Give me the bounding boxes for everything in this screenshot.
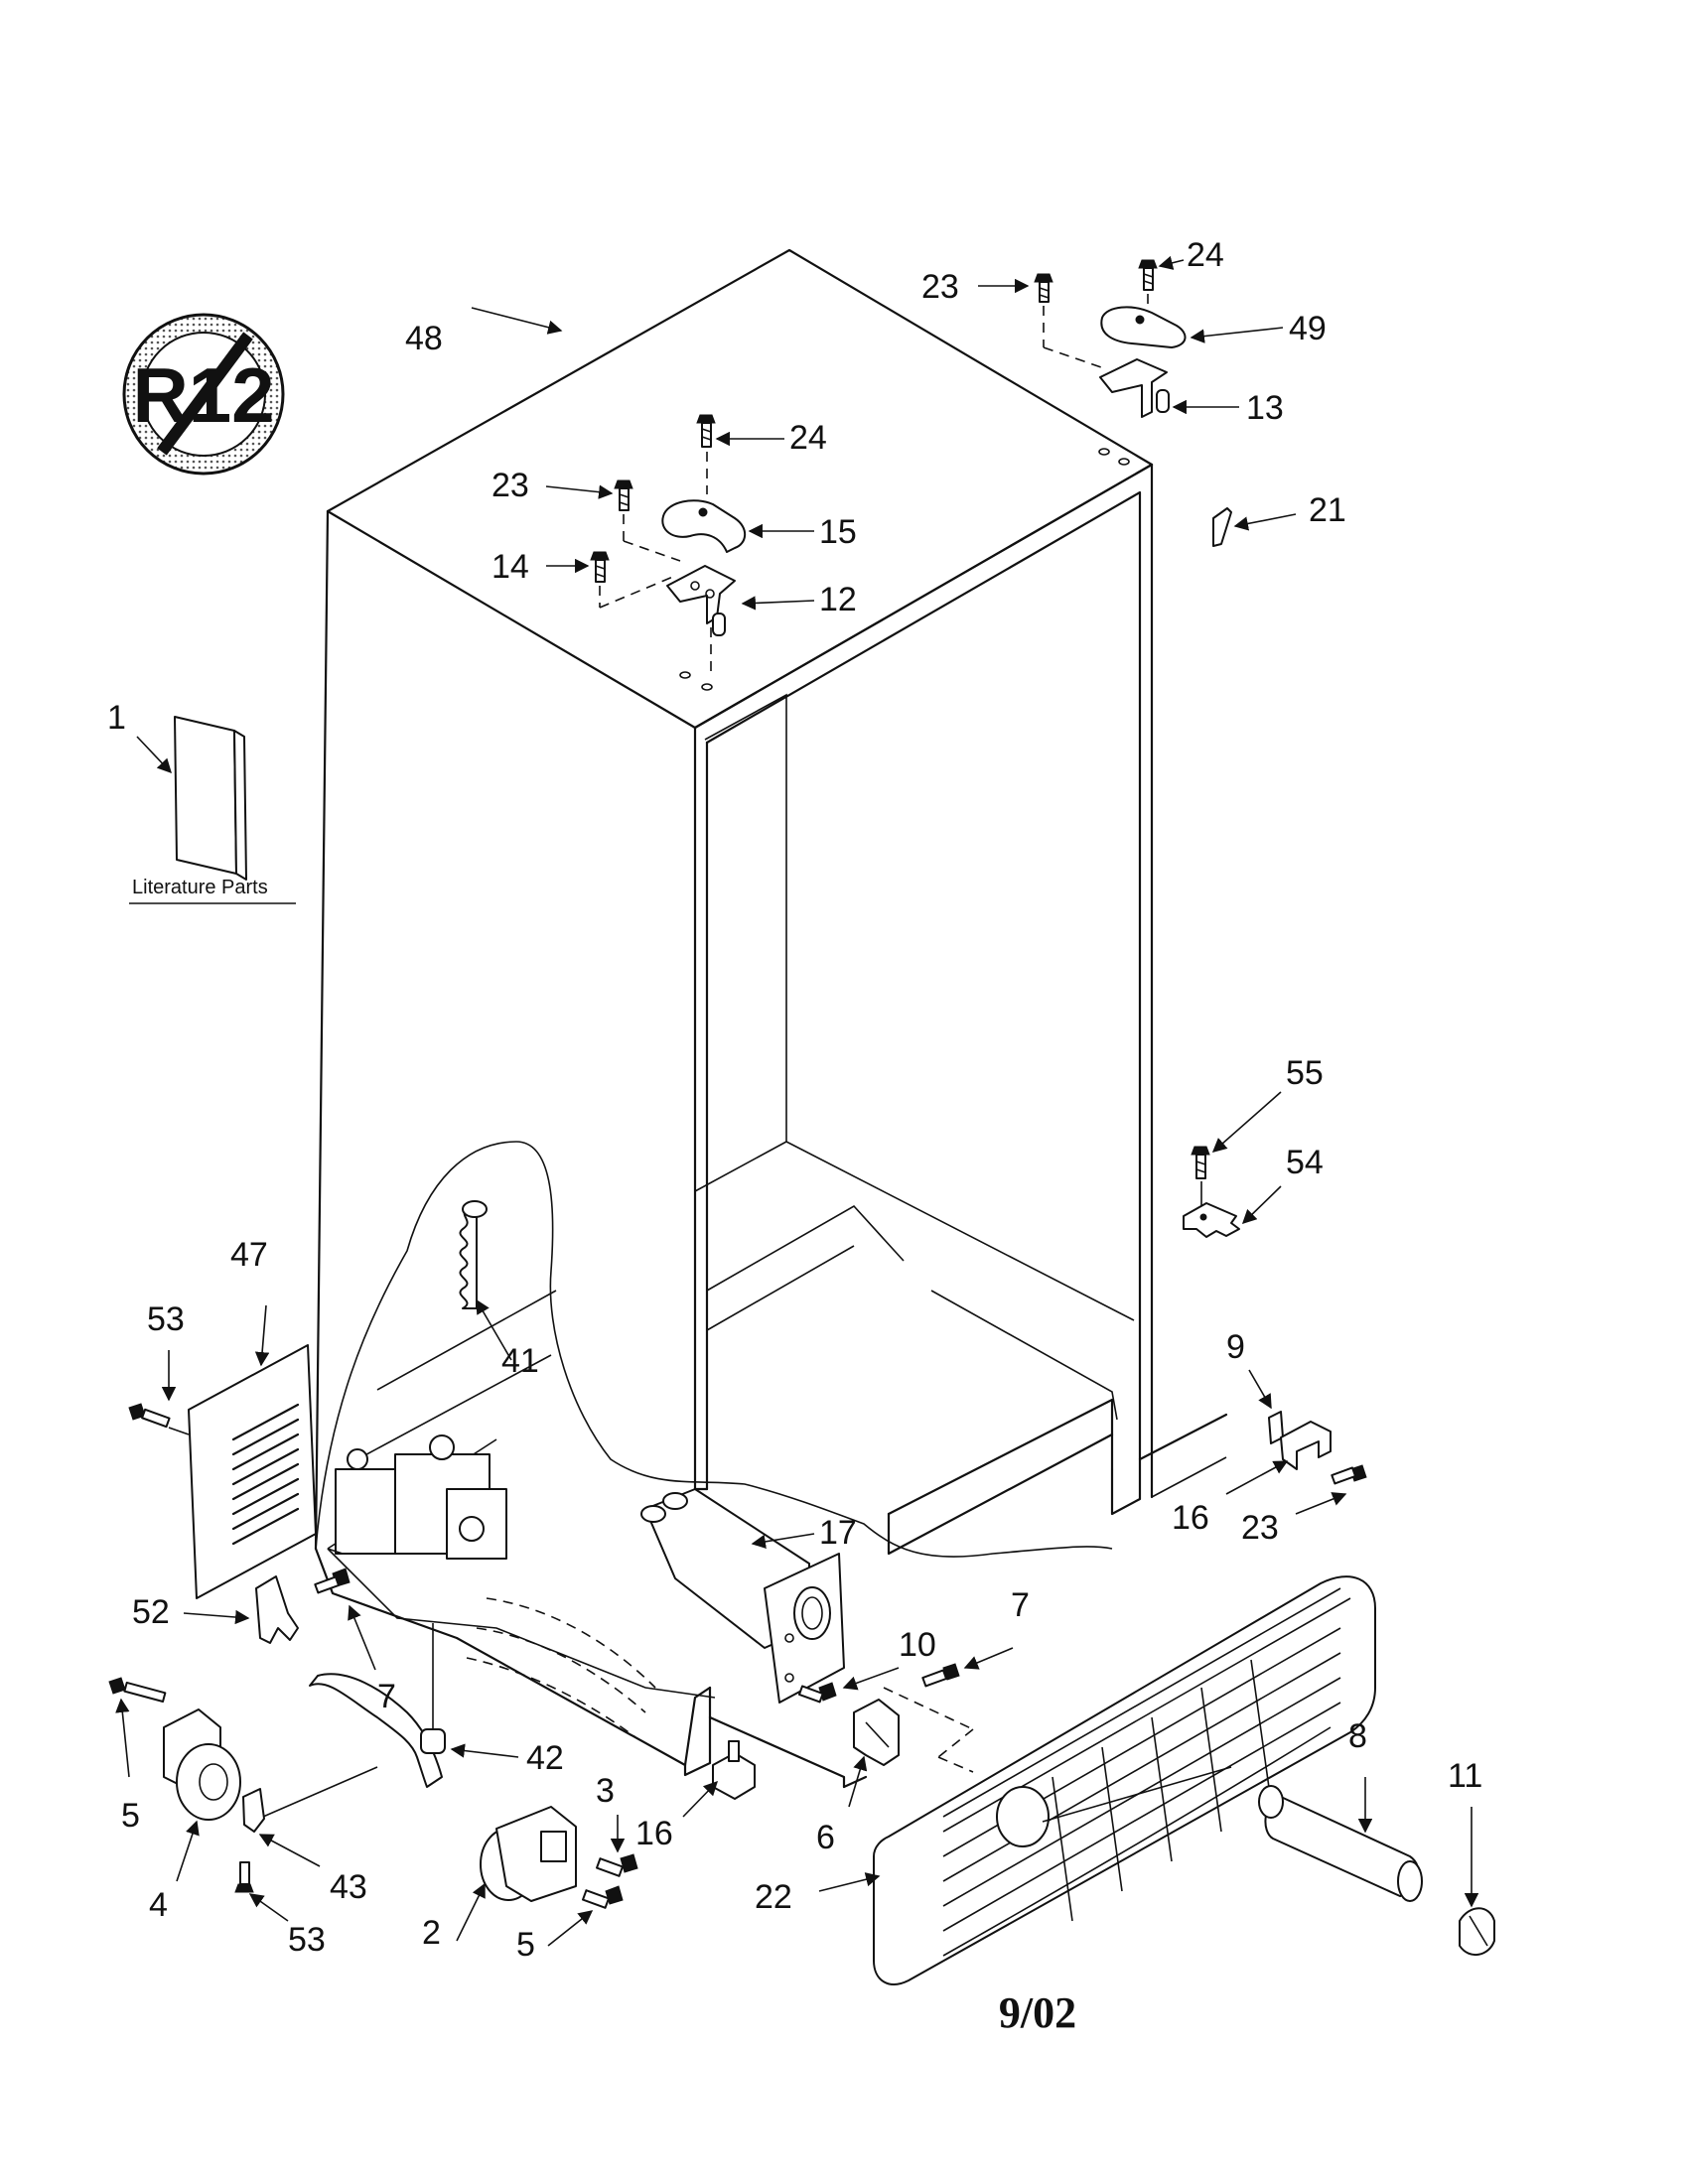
cabinet-base — [314, 1547, 868, 1789]
callout-43: 43 — [330, 1868, 367, 1906]
revision-date: 9/02 — [999, 1988, 1076, 2037]
screw-5-bottom — [582, 1885, 624, 1909]
callout-7-left: 7 — [377, 1678, 396, 1715]
bracket-16-bottom — [712, 1740, 756, 1800]
callout-5-bottom: 5 — [516, 1926, 535, 1964]
callout-11: 11 — [1448, 1757, 1482, 1795]
callout-24-top: 24 — [1187, 236, 1224, 274]
drain-duct-17 — [640, 1488, 845, 1704]
callout-6: 6 — [816, 1819, 835, 1856]
screw-5-left — [108, 1677, 167, 1704]
callout-3: 3 — [596, 1772, 615, 1810]
callout-13: 13 — [1246, 389, 1284, 427]
drain-tube-42 — [262, 1623, 446, 1818]
callout-9: 9 — [1226, 1328, 1245, 1366]
callout-54: 54 — [1286, 1144, 1324, 1181]
screw-24-upper-right — [1138, 259, 1158, 291]
upper-right-hinge-group — [1034, 259, 1232, 547]
louver-panel-47 — [188, 1344, 317, 1599]
screw-7-middle — [921, 1663, 960, 1688]
bracket-16-right — [1280, 1421, 1332, 1470]
screw-53-left — [128, 1403, 190, 1435]
callout-52: 52 — [132, 1593, 170, 1631]
bracket-54 — [1183, 1202, 1240, 1238]
callout-labels: 48 23 24 49 13 21 24 23 15 14 12 55 54 4… — [121, 236, 1482, 1964]
clip-43 — [242, 1788, 265, 1833]
callout-15: 15 — [819, 513, 857, 551]
leader-arrows — [115, 255, 1479, 1947]
callout-55: 55 — [1286, 1054, 1324, 1092]
callout-8: 8 — [1348, 1717, 1367, 1755]
screw-53-bottom — [234, 1861, 254, 1893]
screw-23-center — [614, 479, 633, 511]
no-r12-refrigerant-icon: R12 — [122, 313, 285, 476]
callout-14: 14 — [491, 548, 529, 586]
callout-1: 1 — [107, 699, 126, 737]
cutaway-machine-compartment — [315, 1141, 1113, 1738]
callout-4: 4 — [149, 1886, 168, 1924]
base-grille-22 — [873, 1575, 1376, 1985]
callout-42: 42 — [526, 1739, 564, 1777]
screw-55 — [1191, 1146, 1210, 1179]
roller-4 — [163, 1708, 241, 1821]
callout-23-right: 23 — [1241, 1509, 1279, 1547]
callout-12: 12 — [819, 581, 857, 618]
callout-53-left: 53 — [147, 1300, 185, 1338]
bracket-6 — [853, 1699, 900, 1766]
callout-22: 22 — [755, 1878, 792, 1916]
callout-23-top: 23 — [921, 268, 959, 306]
callout-7-middle: 7 — [1011, 1586, 1030, 1624]
screw-23-right — [1331, 1464, 1367, 1485]
drain-spring-41 — [459, 1200, 488, 1309]
callout-23-center: 23 — [491, 467, 529, 504]
callout-53-bottom: 53 — [288, 1921, 326, 1959]
callout-16-bottom: 16 — [635, 1815, 673, 1852]
callout-16-right: 16 — [1172, 1499, 1209, 1537]
clip-52 — [255, 1575, 299, 1644]
screw-7-left — [314, 1568, 351, 1594]
callout-41: 41 — [501, 1342, 539, 1380]
screw-3 — [596, 1853, 638, 1877]
screw-23-upper-right — [1034, 273, 1053, 303]
top-center-hinge-group — [590, 414, 747, 691]
callout-49: 49 — [1289, 310, 1327, 347]
callout-24-center: 24 — [789, 419, 827, 457]
callout-10: 10 — [899, 1626, 936, 1664]
callout-2: 2 — [422, 1914, 441, 1952]
literature-parts: 1 Literature Parts — [107, 699, 296, 904]
literature-caption: Literature Parts — [132, 877, 268, 898]
screw-24-center — [696, 414, 716, 448]
callout-48: 48 — [405, 320, 443, 357]
water-filter-8 — [1258, 1785, 1423, 1902]
roller-2 — [480, 1806, 577, 1902]
screw-14 — [590, 551, 610, 583]
filter-cap-11 — [1459, 1907, 1495, 1956]
callout-17: 17 — [819, 1514, 857, 1552]
callout-5-left: 5 — [121, 1797, 140, 1835]
callout-21: 21 — [1309, 491, 1346, 529]
screw-10 — [797, 1682, 837, 1704]
callout-47: 47 — [230, 1236, 268, 1274]
cabinet-shell — [314, 248, 1228, 1556]
